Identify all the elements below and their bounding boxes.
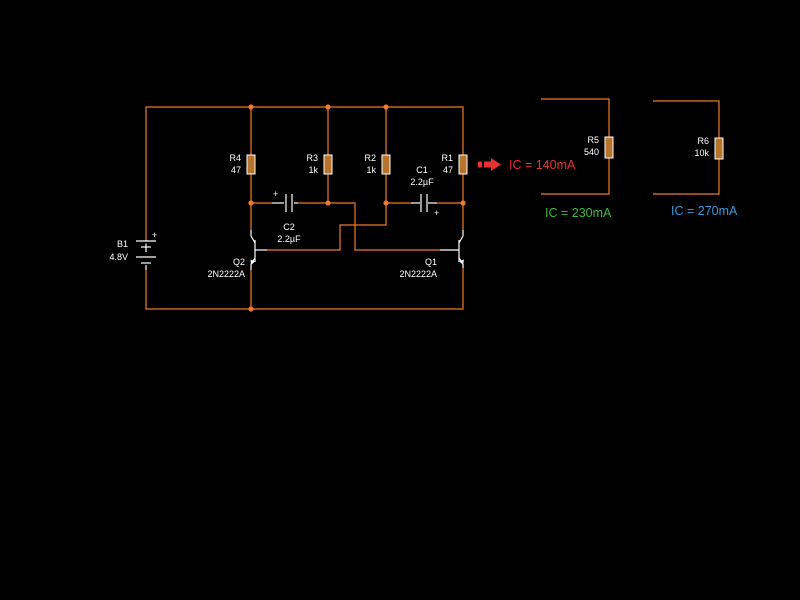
resistor-r4[interactable]: R4 47	[229, 153, 256, 175]
transistor-q2[interactable]: Q2 2N2222A	[207, 230, 267, 279]
capacitor-c1[interactable]: + C1 2.2µF	[410, 165, 439, 218]
c1-value-label: 2.2µF	[410, 177, 434, 187]
junction-node	[325, 104, 331, 110]
q2-value-label: 2N2222A	[207, 269, 245, 279]
q2-ref-label: Q2	[233, 257, 245, 267]
battery-b1[interactable]: + B1 4.8V	[109, 230, 157, 270]
c1-ref-label: C1	[416, 165, 428, 175]
c2-polarity-plus: +	[273, 189, 278, 199]
resistor-r2[interactable]: R2 1k	[364, 153, 391, 175]
b1-value-label: 4.8V	[109, 252, 128, 262]
resistor-r6[interactable]: R6 10k	[694, 136, 724, 160]
transistor-q1[interactable]: Q1 2N2222A	[399, 230, 464, 279]
ic-annotation-r1: IC = 140mA	[509, 158, 576, 172]
junction-node	[460, 200, 466, 206]
r2-ref-label: R2	[364, 153, 376, 163]
junction-node	[383, 104, 389, 110]
r6-value-label: 10k	[694, 148, 709, 158]
resistor-r3[interactable]: R3 1k	[306, 153, 333, 175]
c2-ref-label: C2	[283, 222, 295, 232]
q1-value-label: 2N2222A	[399, 269, 437, 279]
q1-ref-label: Q1	[425, 257, 437, 267]
b1-ref-label: B1	[117, 239, 128, 249]
capacitor-c2[interactable]: + C2 2.2µF	[272, 189, 301, 244]
r4-value-label: 47	[231, 165, 241, 175]
r1-value-label: 47	[443, 165, 453, 175]
r1-ref-label: R1	[441, 153, 453, 163]
ic-annotation-r6: IC = 270mA	[671, 204, 738, 218]
junction-node	[325, 200, 331, 206]
junction-node	[248, 104, 254, 110]
r5-ref-label: R5	[587, 135, 599, 145]
resistor-r5[interactable]: R5 540	[584, 135, 614, 159]
b1-polarity-plus: +	[152, 230, 157, 240]
wires	[145, 98, 720, 310]
c2-value-label: 2.2µF	[277, 234, 301, 244]
r6-ref-label: R6	[697, 136, 709, 146]
r5-value-label: 540	[584, 147, 599, 157]
c1-polarity-plus: +	[434, 208, 439, 218]
junction-node	[248, 200, 254, 206]
junction-node	[383, 200, 389, 206]
arrow-right-icon	[478, 158, 501, 171]
junction-node	[248, 306, 254, 312]
r3-value-label: 1k	[308, 165, 318, 175]
junction-nodes	[248, 104, 466, 312]
r3-ref-label: R3	[306, 153, 318, 163]
r2-value-label: 1k	[366, 165, 376, 175]
resistor-r1[interactable]: R1 47	[441, 153, 468, 175]
ic-annotation-r5: IC = 230mA	[545, 206, 612, 220]
r4-ref-label: R4	[229, 153, 241, 163]
